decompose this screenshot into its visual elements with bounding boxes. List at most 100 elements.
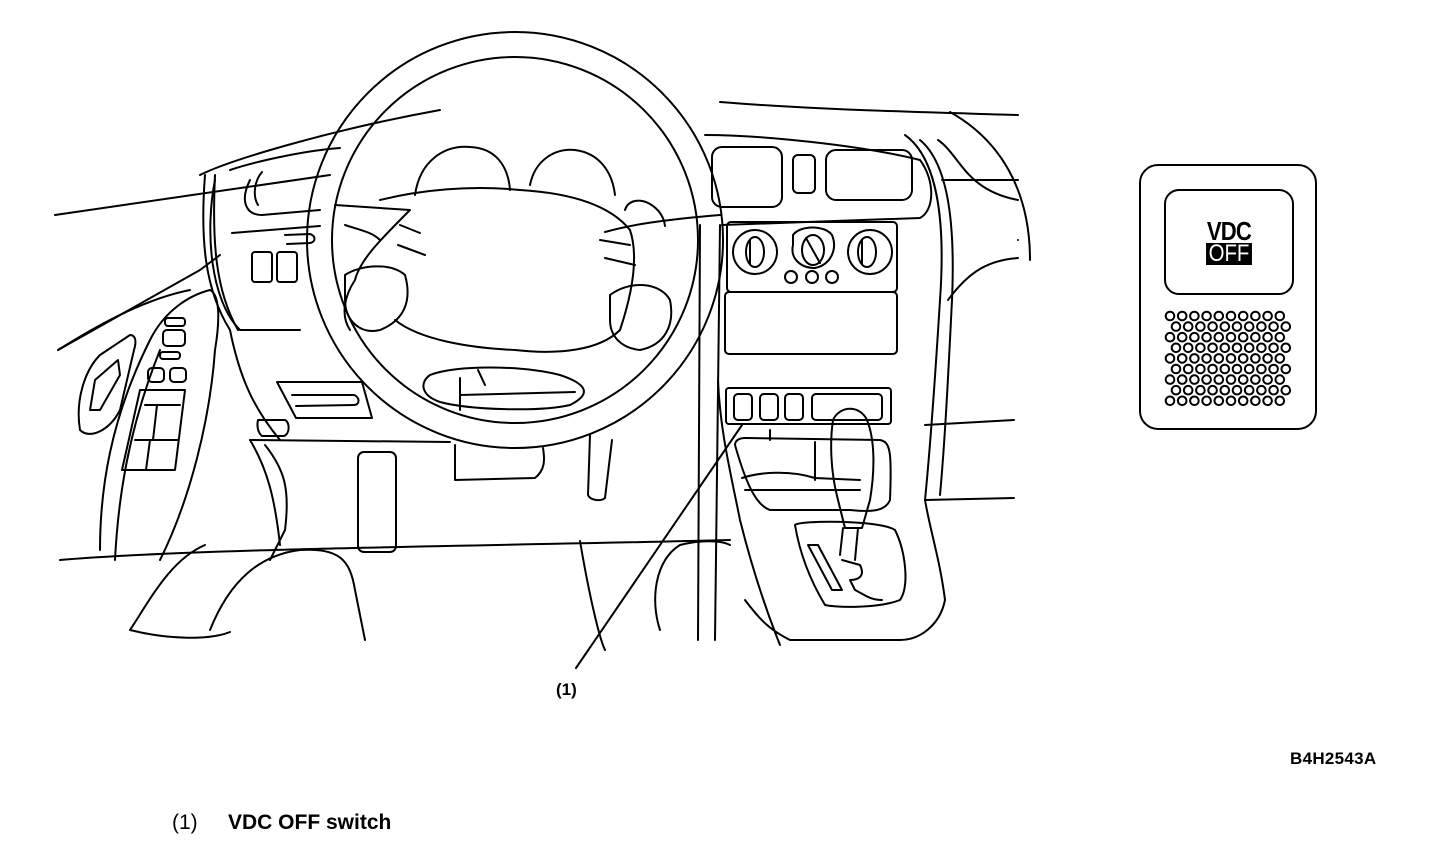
grille-hole — [1274, 374, 1286, 385]
grille-hole — [1262, 395, 1273, 407]
grille-hole — [1213, 331, 1225, 343]
grille-hole — [1164, 353, 1176, 364]
grille-hole — [1268, 342, 1279, 354]
grille-hole — [1201, 395, 1212, 407]
grille-hole — [1213, 374, 1225, 385]
grille-hole — [1262, 353, 1273, 364]
grille-hole — [1262, 331, 1273, 343]
grille-hole — [1189, 374, 1200, 385]
callout-leader-line — [575, 424, 743, 669]
grille-hole — [1213, 310, 1225, 322]
grille-hole — [1231, 363, 1243, 375]
grille-hole — [1280, 363, 1292, 375]
grille-hole — [1189, 395, 1200, 407]
grille-hole — [1268, 384, 1279, 396]
grille-hole — [1207, 363, 1218, 375]
grille-hole — [1164, 310, 1176, 322]
grille-hole — [1176, 353, 1188, 364]
grille-hole — [1189, 331, 1200, 343]
vdc-switch-detail — [1139, 164, 1317, 430]
grille-hole — [1176, 374, 1188, 385]
grille-hole — [1280, 342, 1292, 354]
grille-hole — [1195, 321, 1206, 332]
grille-hole — [1237, 331, 1249, 343]
grille-hole — [1219, 342, 1231, 354]
grille-hole — [1207, 342, 1218, 354]
grille-hole — [1243, 342, 1255, 354]
grille-hole — [1262, 310, 1273, 322]
grille-hole — [1201, 374, 1212, 385]
grille-hole — [1182, 321, 1194, 332]
grille-hole — [1225, 353, 1237, 364]
steering-wheel — [306, 31, 724, 449]
center-stack — [697, 134, 1019, 646]
grille-hole — [1250, 310, 1261, 322]
grille-hole — [1182, 342, 1194, 354]
grille-hole — [1262, 374, 1273, 385]
grille-hole — [1274, 395, 1286, 407]
grille-hole — [1231, 342, 1243, 354]
grille-hole — [1170, 363, 1182, 375]
grille-hole — [1256, 342, 1267, 354]
grille-hole — [1164, 331, 1176, 343]
grille-hole — [1201, 353, 1212, 364]
switch-label-off: OFF — [1206, 242, 1252, 266]
grille-hole — [1170, 321, 1182, 332]
grille-hole — [1225, 310, 1237, 322]
grille-hole — [1195, 363, 1206, 375]
door-panel — [57, 289, 220, 561]
grille-hole — [1164, 395, 1176, 407]
dashboard-outline — [54, 101, 1031, 651]
grille-hole — [1256, 384, 1267, 396]
figure-code: B4H2543A — [1290, 749, 1377, 768]
grille-hole — [1219, 384, 1231, 396]
grille-hole — [1274, 310, 1286, 322]
grille-hole — [1225, 331, 1237, 343]
grille-hole — [1176, 331, 1188, 343]
switch-label-vdc: VDC — [1206, 216, 1252, 246]
grille-hole — [1237, 374, 1249, 385]
grille-hole — [1176, 310, 1188, 322]
grille-hole — [1237, 395, 1249, 407]
switch-grille — [1164, 310, 1292, 407]
grille-hole — [1219, 363, 1231, 375]
grille-hole — [1250, 395, 1261, 407]
grille-hole — [1250, 374, 1261, 385]
grille-hole — [1243, 384, 1255, 396]
grille-hole — [1189, 310, 1200, 322]
grille-hole — [1189, 353, 1200, 364]
grille-hole — [1256, 363, 1267, 375]
grille-hole — [1250, 353, 1261, 364]
grille-hole — [1207, 384, 1218, 396]
grille-hole — [1250, 331, 1261, 343]
grille-hole — [1243, 321, 1255, 332]
grille-hole — [1231, 384, 1243, 396]
legend-number: (1) — [172, 811, 198, 834]
grille-hole — [1195, 384, 1206, 396]
grille-hole — [1237, 353, 1249, 364]
grille-hole — [1268, 363, 1279, 375]
grille-hole — [1268, 321, 1279, 332]
legend-item: (1) VDC OFF switch — [172, 811, 391, 835]
grille-hole — [1274, 331, 1286, 343]
grille-hole — [1207, 321, 1218, 332]
grille-hole — [1219, 321, 1231, 332]
grille-hole — [1280, 321, 1292, 332]
grille-hole — [1176, 395, 1188, 407]
grille-hole — [1237, 310, 1249, 322]
grille-hole — [1170, 384, 1182, 396]
grille-hole — [1231, 321, 1243, 332]
grille-hole — [1225, 395, 1237, 407]
legend-description: VDC OFF switch — [228, 811, 392, 834]
grille-hole — [1195, 342, 1206, 354]
grille-hole — [1213, 353, 1225, 364]
grille-hole — [1280, 384, 1292, 396]
grille-hole — [1201, 310, 1212, 322]
grille-hole — [1170, 342, 1182, 354]
grille-hole — [1164, 374, 1176, 385]
grille-hole — [1182, 384, 1194, 396]
callout-label: (1) — [556, 680, 577, 699]
grille-hole — [1182, 363, 1194, 375]
grille-hole — [1243, 363, 1255, 375]
